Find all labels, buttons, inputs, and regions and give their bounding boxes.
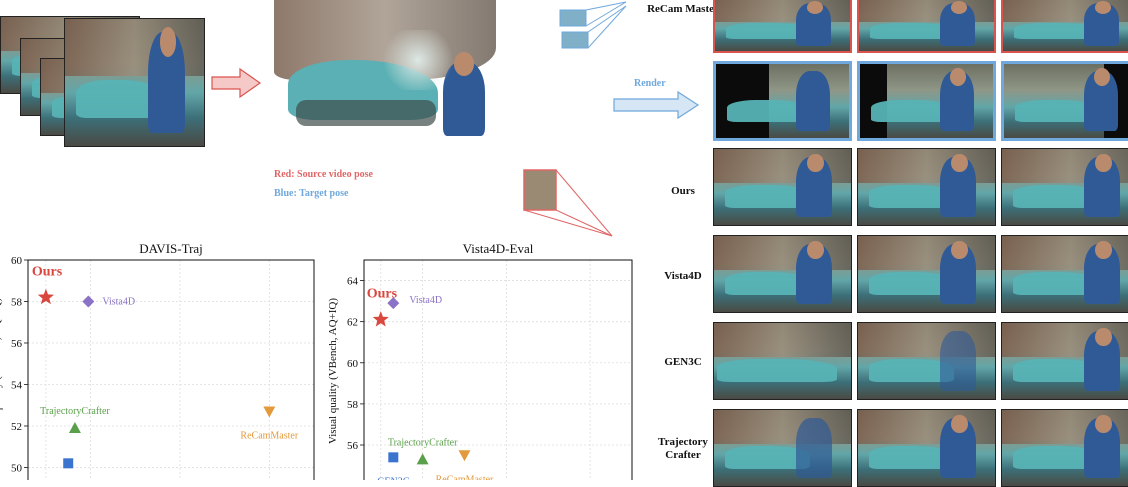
render-frame [857, 61, 996, 141]
row-label-recammaster: ReCam Master [647, 3, 719, 15]
plot-frame [27, 259, 315, 480]
recammaster-frame [713, 0, 852, 53]
point-vista4d [387, 297, 400, 310]
y-tick-label: 56 [11, 338, 23, 350]
comparison-grid [713, 0, 1128, 487]
point-recammaster [263, 406, 276, 418]
point-vista4d [82, 295, 95, 308]
y-tick-label: 50 [11, 462, 23, 474]
chart-title: DAVIS-Traj [139, 241, 203, 256]
point-label-recammaster: ReCamMaster [240, 430, 298, 441]
point-trajectorycrafter [68, 422, 81, 434]
arrow-right-icon [211, 67, 262, 99]
legend-source-pose: Red: Source video pose [274, 169, 373, 180]
plot-frame [363, 259, 633, 480]
trajectorycrafter-frame [1001, 409, 1128, 487]
trajectorycrafter-frame [857, 409, 996, 487]
row-label-trajectorycrafter: Trajectory Crafter [658, 436, 708, 461]
gen3c-frame [713, 322, 852, 400]
point-label-trajectorycrafter: TrajectoryCrafter [40, 406, 110, 417]
point-ours [372, 311, 389, 327]
chart-title: Vista4D-Eval [463, 241, 534, 256]
camera-frustums-icon [559, 1, 627, 49]
point-ours [37, 288, 54, 305]
render-frame [713, 61, 852, 141]
source-frame-main [64, 18, 205, 147]
trajectorycrafter-frame [713, 409, 852, 487]
point-label-recammaster: ReCamMaster [436, 474, 494, 480]
render-frame [1001, 61, 1128, 141]
recammaster-frame [1001, 0, 1128, 53]
source-camera-icon [523, 169, 613, 237]
y-tick-label: 60 [347, 358, 359, 370]
y-tick-label: 60 [11, 255, 23, 267]
render-arrow-icon [613, 90, 700, 120]
point-label-trajectorycrafter: TrajectoryCrafter [388, 437, 458, 448]
point-label-vista4d: Vista4D [102, 296, 135, 307]
point-cloud-render [268, 0, 502, 140]
vista4d-frame [1001, 235, 1128, 313]
source-video-frames [0, 16, 206, 148]
gen3c-frame [857, 322, 996, 400]
recammaster-frame [857, 0, 996, 53]
row-label-vista4d: Vista4D [664, 270, 702, 282]
point-label-ours: Ours [367, 287, 398, 302]
render-label: Render [634, 78, 666, 89]
y-tick-label: 52 [11, 421, 22, 433]
ours-frame [713, 148, 852, 226]
y-axis-label: Visual quality (VBench, AQ+IQ) [0, 298, 3, 444]
vista4d-frame [857, 235, 996, 313]
y-tick-label: 58 [347, 399, 359, 411]
ours-frame [857, 148, 996, 226]
y-tick-label: 58 [11, 296, 23, 308]
point-recammaster [458, 450, 471, 462]
y-axis-label: Visual quality (VBench, AQ+IQ) [327, 298, 339, 444]
y-tick-label: 54 [11, 379, 23, 391]
y-tick-label: 56 [347, 440, 359, 452]
y-tick-label: 62 [347, 317, 358, 329]
point-trajectorycrafter [416, 453, 429, 465]
point-gen3c [63, 458, 74, 469]
vista4d-frame [713, 235, 852, 313]
row-label-gen3c: GEN3C [664, 356, 702, 368]
point-gen3c [388, 452, 399, 463]
row-label-ours: Ours [671, 185, 695, 197]
ours-frame [1001, 148, 1128, 226]
y-tick-label: 64 [347, 276, 359, 288]
point-label-vista4d: Vista4D [409, 295, 442, 306]
point-label-ours: Ours [32, 264, 63, 279]
point-label-gen3c: GEN3C [377, 476, 410, 480]
legend-target-pose: Blue: Target pose [274, 188, 349, 199]
gen3c-frame [1001, 322, 1128, 400]
